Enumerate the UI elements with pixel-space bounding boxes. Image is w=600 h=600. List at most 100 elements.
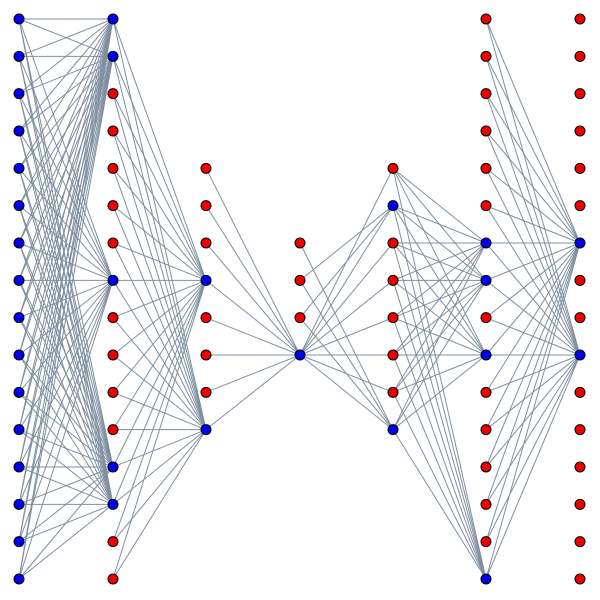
edge	[18, 280, 114, 580]
active-node	[13, 13, 25, 25]
inactive-node	[387, 349, 399, 361]
inactive-node	[387, 312, 399, 324]
inactive-node	[480, 162, 492, 174]
edge	[18, 280, 114, 505]
inactive-node	[200, 237, 212, 249]
active-node	[107, 274, 119, 286]
edge	[299, 354, 394, 431]
edge	[392, 167, 487, 244]
inactive-node	[294, 237, 306, 249]
edge	[485, 167, 581, 244]
edge	[18, 18, 114, 132]
inactive-node	[294, 312, 306, 324]
edge	[18, 18, 114, 318]
edge	[112, 93, 207, 281]
edge	[18, 18, 114, 393]
edge	[299, 205, 394, 356]
edge	[18, 18, 114, 95]
edge	[392, 317, 487, 580]
edge	[392, 242, 487, 430]
active-node	[480, 573, 492, 585]
edge	[299, 317, 394, 356]
inactive-node	[107, 162, 119, 174]
active-node	[387, 200, 399, 212]
inactive-node	[200, 386, 212, 398]
active-node	[574, 349, 586, 361]
inactive-node	[107, 125, 119, 137]
inactive-node	[107, 200, 119, 212]
edge	[112, 279, 207, 356]
edge	[18, 18, 114, 542]
active-node	[387, 424, 399, 436]
active-node	[13, 125, 25, 137]
edge	[392, 392, 487, 580]
inactive-node	[574, 13, 586, 25]
edge	[485, 242, 581, 505]
inactive-node	[574, 312, 586, 324]
inactive-node	[574, 573, 586, 585]
active-node	[480, 349, 492, 361]
inactive-node	[480, 461, 492, 473]
inactive-node	[200, 349, 212, 361]
edge	[18, 280, 114, 468]
inactive-node	[480, 386, 492, 398]
inactive-node	[294, 274, 306, 286]
inactive-node	[480, 50, 492, 62]
active-node	[13, 312, 25, 324]
edge	[392, 205, 487, 244]
edge	[485, 130, 581, 244]
edge	[112, 429, 207, 505]
active-node	[107, 461, 119, 473]
edge	[18, 18, 114, 281]
edge	[112, 280, 207, 580]
edge	[392, 242, 487, 319]
active-node	[107, 50, 119, 62]
active-node	[13, 274, 25, 286]
active-node	[13, 50, 25, 62]
edge	[392, 354, 487, 393]
inactive-node	[574, 274, 586, 286]
edge	[299, 242, 394, 356]
edge	[392, 354, 487, 431]
inactive-node	[574, 386, 586, 398]
edge	[485, 242, 581, 430]
inactive-node	[387, 162, 399, 174]
edge	[392, 242, 487, 356]
edge	[112, 280, 207, 505]
edge	[485, 242, 581, 580]
edge	[299, 168, 394, 356]
edge	[112, 280, 207, 542]
edge	[392, 242, 487, 281]
inactive-node	[480, 200, 492, 212]
edge	[112, 18, 207, 281]
inactive-node	[574, 200, 586, 212]
edge	[112, 205, 207, 281]
edge	[392, 242, 487, 393]
edge	[18, 18, 114, 206]
inactive-node	[574, 536, 586, 548]
inactive-node	[480, 125, 492, 137]
edge	[205, 205, 301, 356]
edge	[112, 429, 207, 468]
active-node	[200, 424, 212, 436]
inactive-node	[387, 237, 399, 249]
inactive-node	[574, 461, 586, 473]
edge	[18, 466, 114, 580]
inactive-node	[574, 125, 586, 137]
edge	[112, 242, 207, 281]
edge	[392, 280, 487, 430]
active-node	[107, 13, 119, 25]
edge	[112, 130, 207, 281]
edge	[112, 280, 207, 468]
edge	[112, 429, 207, 542]
edge	[205, 168, 301, 356]
inactive-node	[480, 424, 492, 436]
edge	[18, 503, 114, 580]
edge	[112, 168, 207, 281]
edge	[205, 279, 301, 356]
active-node	[13, 461, 25, 473]
edge	[18, 56, 114, 580]
edge	[18, 18, 114, 468]
edge	[299, 205, 394, 281]
